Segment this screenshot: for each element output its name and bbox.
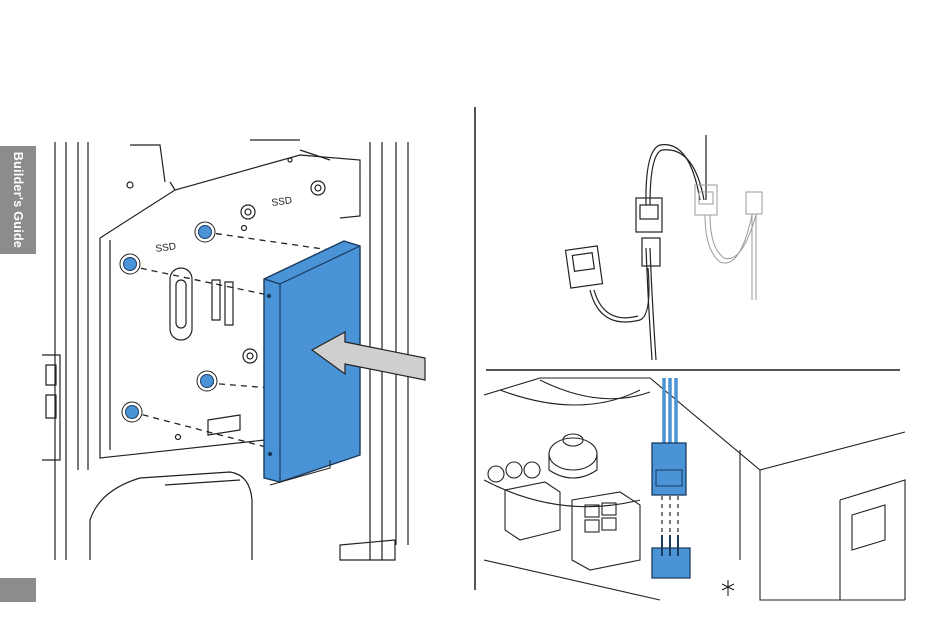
fan-header-illustration	[484, 376, 906, 608]
horizontal-divider	[486, 369, 900, 371]
fan-splitter-cable-illustration	[560, 130, 770, 365]
vertical-divider	[474, 107, 476, 590]
ssd-label-2: SSD	[271, 195, 293, 209]
builders-guide-tab: Builder's Guide	[0, 146, 36, 254]
ssd-label-1: SSD	[155, 241, 177, 255]
ssd-install-illustration: SSD SSD	[40, 135, 470, 567]
page-marker	[0, 578, 36, 602]
fan-cable-connector	[652, 443, 686, 495]
builders-guide-label: Builder's Guide	[11, 152, 25, 248]
